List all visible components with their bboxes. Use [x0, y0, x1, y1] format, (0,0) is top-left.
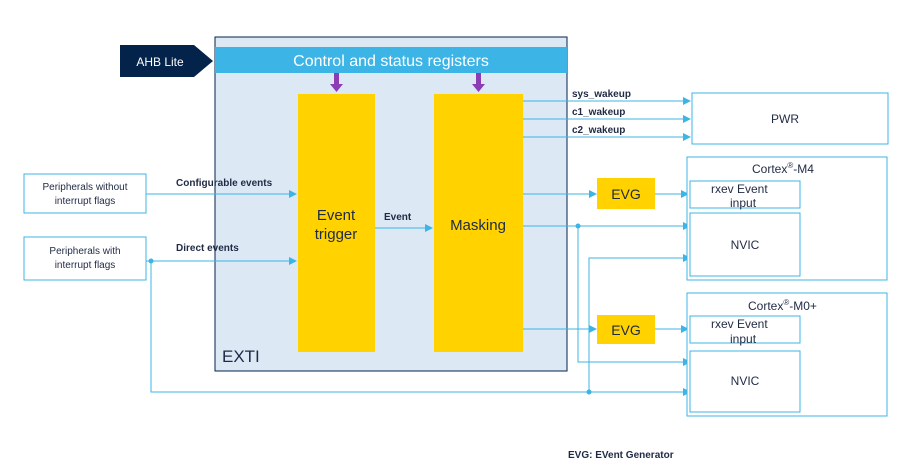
rxev-m0-line1: rxev Event: [711, 317, 768, 331]
evg-footnote: EVG: EVent Generator: [568, 450, 674, 461]
evg-label-m4: EVG: [611, 186, 641, 202]
peripherals-without-flags-line1: Peripherals without: [42, 182, 127, 193]
register-to-trigger-arrow: [330, 73, 343, 92]
rxev-m4-line1: rxev Event: [711, 182, 768, 196]
rxev-m4-line2: input: [730, 196, 757, 210]
event-trigger-block: [298, 94, 375, 352]
configurable-events-label: Configurable events: [176, 178, 273, 189]
exti-label: EXTI: [222, 347, 260, 366]
direct-events-label: Direct events: [176, 243, 239, 254]
rxev-block-m4: [689, 180, 801, 209]
pwr-label: PWR: [771, 112, 799, 126]
sys-wakeup-label: sys_wakeup: [572, 89, 631, 100]
evg-block-m0: [597, 315, 655, 344]
cortex-m4-label: Cortex®-M4: [752, 161, 814, 176]
ahb-lite-arrow: [120, 45, 213, 77]
interrupt-to-m0-nvic-line: [577, 226, 691, 366]
rxev-block-m0: [689, 315, 801, 344]
evg-label-m0: EVG: [611, 322, 641, 338]
peripherals-without-flags-box: [23, 173, 147, 214]
control-status-registers-label: Control and status registers: [293, 53, 489, 70]
nvic-m4-label: NVIC: [731, 238, 760, 252]
rxev-m0-line2: input: [730, 332, 757, 346]
cortex-m0-label: Cortex®-M0+: [748, 298, 817, 313]
control-status-registers: [215, 47, 567, 73]
direct-events-bypass-line: [150, 261, 691, 396]
nvic-m0-label: NVIC: [731, 374, 760, 388]
event-trigger-line2: trigger: [315, 226, 358, 243]
event-arrow-label: Event: [384, 212, 412, 223]
ahb-lite-label: AHB Lite: [136, 55, 184, 69]
pwr-block: [691, 92, 889, 145]
c2-wakeup-label: c2_wakeup: [572, 125, 625, 136]
register-to-masking-arrow: [472, 73, 485, 92]
peripherals-with-flags-box: [23, 236, 147, 281]
evg-block-m4: [597, 178, 655, 209]
masking-block: [434, 94, 523, 352]
masking-label: Masking: [450, 217, 506, 234]
bypass-to-m4-nvic-line: [588, 254, 691, 392]
event-trigger-line1: Event: [317, 207, 356, 224]
peripherals-with-flags-line2: interrupt flags: [55, 260, 116, 271]
nvic-block-m4: [689, 212, 801, 277]
peripherals-with-flags-line1: Peripherals with: [49, 246, 120, 257]
c1-wakeup-label: c1_wakeup: [572, 107, 625, 118]
nvic-block-m0: [689, 350, 801, 413]
peripherals-without-flags-line2: interrupt flags: [55, 196, 116, 207]
